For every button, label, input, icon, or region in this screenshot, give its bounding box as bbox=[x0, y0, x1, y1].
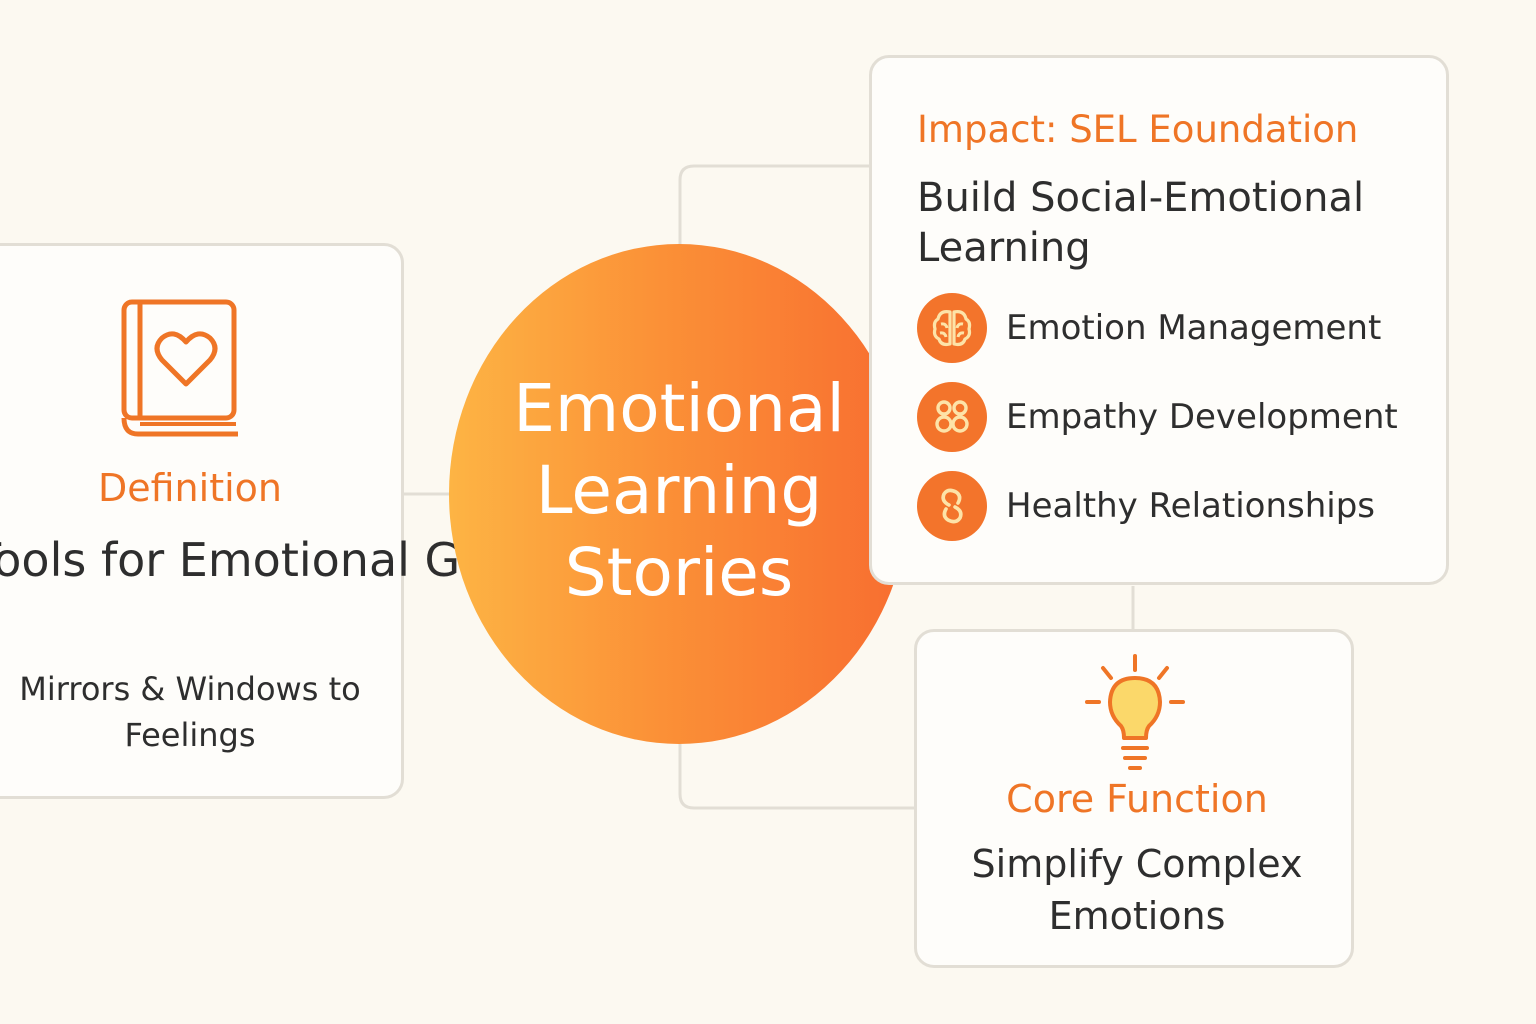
core-function-main-text: Simplify Complex Emotions bbox=[971, 842, 1303, 938]
people-icon bbox=[917, 382, 987, 452]
definition-main-text: Tools for Emotional Growth bbox=[0, 533, 592, 587]
impact-list: Emotion Management Empathy Development bbox=[917, 292, 1398, 559]
list-item: Empathy Development bbox=[917, 381, 1398, 453]
link-icon bbox=[917, 471, 987, 541]
core-function-card: Core Function Simplify Complex Emotions bbox=[914, 629, 1354, 968]
central-hub-circle: Emotional Learning Stories bbox=[449, 244, 909, 744]
definition-card: Definition Tools for Emotional Growth Mi… bbox=[0, 243, 592, 799]
definition-sub-text: Mirrors & Windows to Feelings bbox=[19, 670, 361, 754]
book-heart-icon bbox=[121, 299, 238, 437]
connector-top-right bbox=[678, 164, 870, 300]
item-label: Emotion Management bbox=[1006, 308, 1382, 348]
item-label: Healthy Relationships bbox=[1006, 486, 1376, 526]
list-item: Healthy Relationships bbox=[917, 470, 1398, 542]
impact-label: Impact: SEL Eoundation bbox=[917, 108, 1359, 151]
list-item: Emotion Management bbox=[917, 292, 1398, 364]
brain-icon bbox=[917, 293, 987, 363]
lightbulb-icon bbox=[1085, 654, 1185, 770]
core-function-label: Core Function bbox=[1006, 777, 1268, 821]
definition-label: Definition bbox=[97, 466, 282, 510]
item-label: Empathy Development bbox=[1006, 397, 1398, 437]
connector-bottom bbox=[678, 744, 915, 810]
hub-title: Emotional Learning Stories bbox=[513, 370, 845, 611]
impact-card: Impact: SEL Eoundation Build Social-Emot… bbox=[869, 55, 1449, 585]
impact-main-text: Build Social-Emotional Learning bbox=[917, 175, 1365, 271]
